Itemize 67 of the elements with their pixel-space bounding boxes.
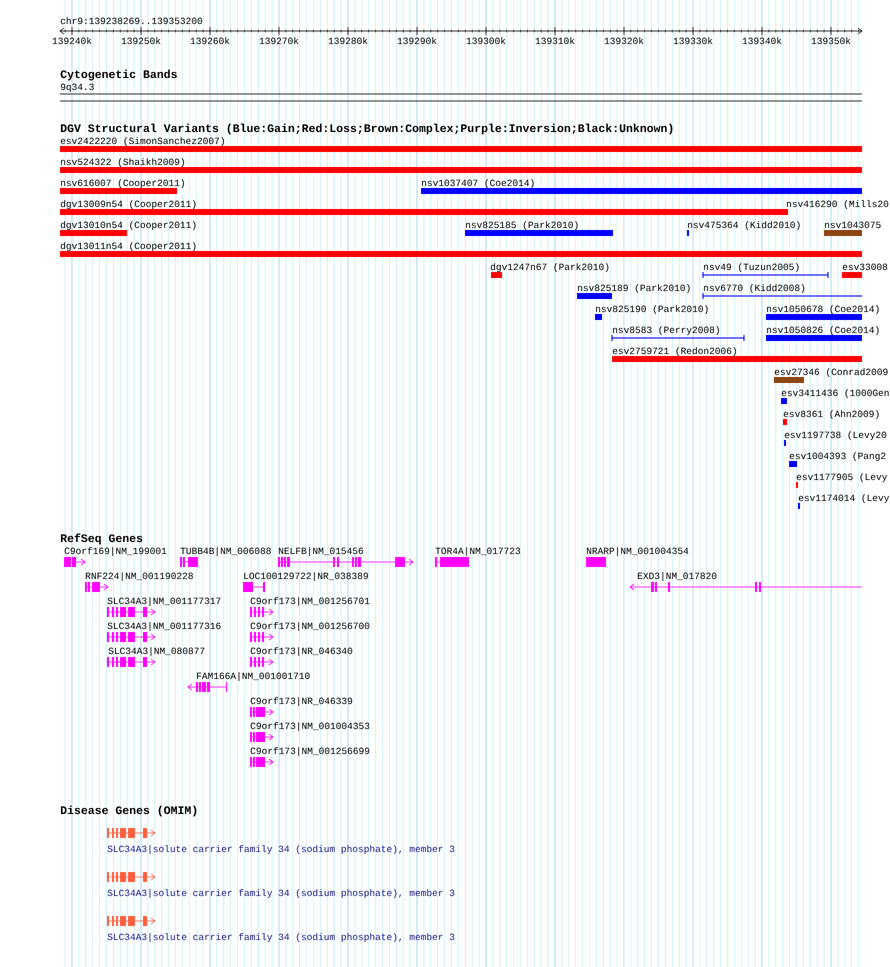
feature-label: nsv475364 (Kidd2010) bbox=[688, 221, 800, 230]
feature-label: LOC100129722|NR_038389 bbox=[244, 572, 368, 581]
feature-label: nsv8583 (Perry2008) bbox=[613, 326, 719, 335]
feature-label: TOR4A|NM_017723 bbox=[436, 547, 520, 556]
feature-label: nsv1050678 (Coe2014) bbox=[767, 305, 879, 314]
feature-label: C9orf173|NM_001256701 bbox=[250, 597, 370, 606]
feature-label: C9orf173|NM_001256699 bbox=[250, 747, 370, 756]
feature-label: esv27346 (Conrad2009 bbox=[774, 368, 888, 377]
tick-label: 139240k bbox=[52, 37, 92, 44]
feature-label: FAM166A|NM_001001710 bbox=[197, 672, 310, 681]
feature-label: SLC34A3|NM_080877 bbox=[108, 647, 204, 656]
feature-label: NRARP|NM_001004354 bbox=[586, 547, 688, 556]
feature-label: RNF224|NM_001190228 bbox=[86, 572, 193, 581]
gene-description: SLC34A3|solute carrier family 34 (sodium phosphate), member 3 bbox=[108, 933, 454, 942]
feature-label: esv8361 (Ahn2009) bbox=[784, 410, 878, 419]
feature-label: esv1197738 (Levy20 bbox=[784, 431, 886, 440]
track-heading: DGV Structural Variants (Blue:Gain;Red:Loss;Brown:Complex;Purple:Inversion;Black:Unknown) bbox=[60, 124, 672, 134]
feature-label: dgv13010n54 (Cooper2011) bbox=[60, 221, 196, 230]
feature-label: esv1174014 (Levy bbox=[798, 494, 890, 503]
feature-label: dgv1247n67 (Park2010) bbox=[490, 263, 608, 272]
feature-label: esv1177905 (Levy bbox=[796, 473, 888, 482]
tick-label: 139270k bbox=[260, 37, 298, 44]
tick-label: 139350k bbox=[812, 37, 850, 44]
feature-label: C9orf173|NM_001256700 bbox=[250, 622, 370, 631]
tick-label: 139250k bbox=[122, 37, 160, 44]
tick-label: 139320k bbox=[604, 37, 644, 44]
feature-label: C9orf173|NR_046340 bbox=[250, 647, 352, 656]
feature-label: nsv1037407 (Coe2014) bbox=[422, 179, 534, 188]
feature-label: EXD3|NM_017820 bbox=[638, 572, 716, 581]
tick-label: 139310k bbox=[536, 37, 574, 44]
feature-label: nsv416290 (Mills20 bbox=[787, 200, 888, 209]
feature-label: C9orf169|NM_199001 bbox=[64, 547, 166, 556]
gene-description: SLC34A3|solute carrier family 34 (sodium phosphate), member 3 bbox=[108, 889, 454, 898]
feature-label: nsv1050826 (Coe2014) bbox=[767, 326, 879, 335]
feature-label: nsv524322 (Shaikh2009) bbox=[61, 158, 184, 167]
tick-label: 139260k bbox=[190, 37, 230, 44]
feature-label: nsv1043075 bbox=[825, 222, 881, 228]
feature-label: esv3411436 (1000Gen bbox=[782, 389, 889, 398]
gene-description: SLC34A3|solute carrier family 34 (sodium phosphate), member 3 bbox=[108, 845, 454, 854]
tick-label: 139280k bbox=[328, 37, 368, 44]
feature-label: nsv825185 (Park2010) bbox=[466, 221, 578, 230]
feature-label: C9orf173|NR_046339 bbox=[250, 697, 352, 706]
feature-label: TUBB4B|NM_006088 bbox=[180, 547, 271, 556]
feature-label: esv33008 bbox=[842, 264, 888, 270]
feature-label: C9orf173|NM_001004353 bbox=[250, 722, 370, 731]
feature-label: nsv825189 (Park2010) bbox=[578, 284, 690, 293]
track-heading: Disease Genes (OMIM) bbox=[60, 806, 196, 816]
tick-label: 139300k bbox=[466, 37, 506, 44]
feature-label: SLC34A3|NM_001177317 bbox=[108, 597, 220, 606]
feature-label: nsv825190 (Park2010) bbox=[596, 305, 708, 314]
feature-label: esv1004393 (Pang2 bbox=[790, 452, 886, 461]
track-heading: Cytogenetic Bands bbox=[60, 70, 177, 80]
tick-label: 139290k bbox=[398, 37, 436, 44]
position-label: chr9:139238269..139353200 bbox=[60, 17, 202, 24]
feature-label: nsv616007 (Cooper2011) bbox=[61, 179, 184, 188]
track-heading: RefSeq Genes bbox=[60, 534, 142, 544]
feature-label: NELFB|NM_015456 bbox=[278, 547, 364, 556]
feature-label: dgv13009n54 (Cooper2011) bbox=[60, 200, 196, 209]
feature-label: SLC34A3|NM_001177316 bbox=[108, 622, 221, 631]
tick-label: 139340k bbox=[742, 37, 782, 44]
feature-label: dgv13011n54 (Cooper2011) bbox=[60, 242, 196, 251]
feature-label: esv2759721 (Redon2006) bbox=[612, 347, 736, 356]
band-label: 9q34.3 bbox=[60, 84, 94, 92]
feature-label: nsv49 (Tuzun2005) bbox=[704, 263, 798, 272]
tick-label: 139330k bbox=[674, 37, 712, 44]
feature-label: nsv6770 (Kidd2008) bbox=[704, 284, 804, 293]
feature-label: esv2422220 (SimonSanchez2007) bbox=[60, 137, 224, 146]
